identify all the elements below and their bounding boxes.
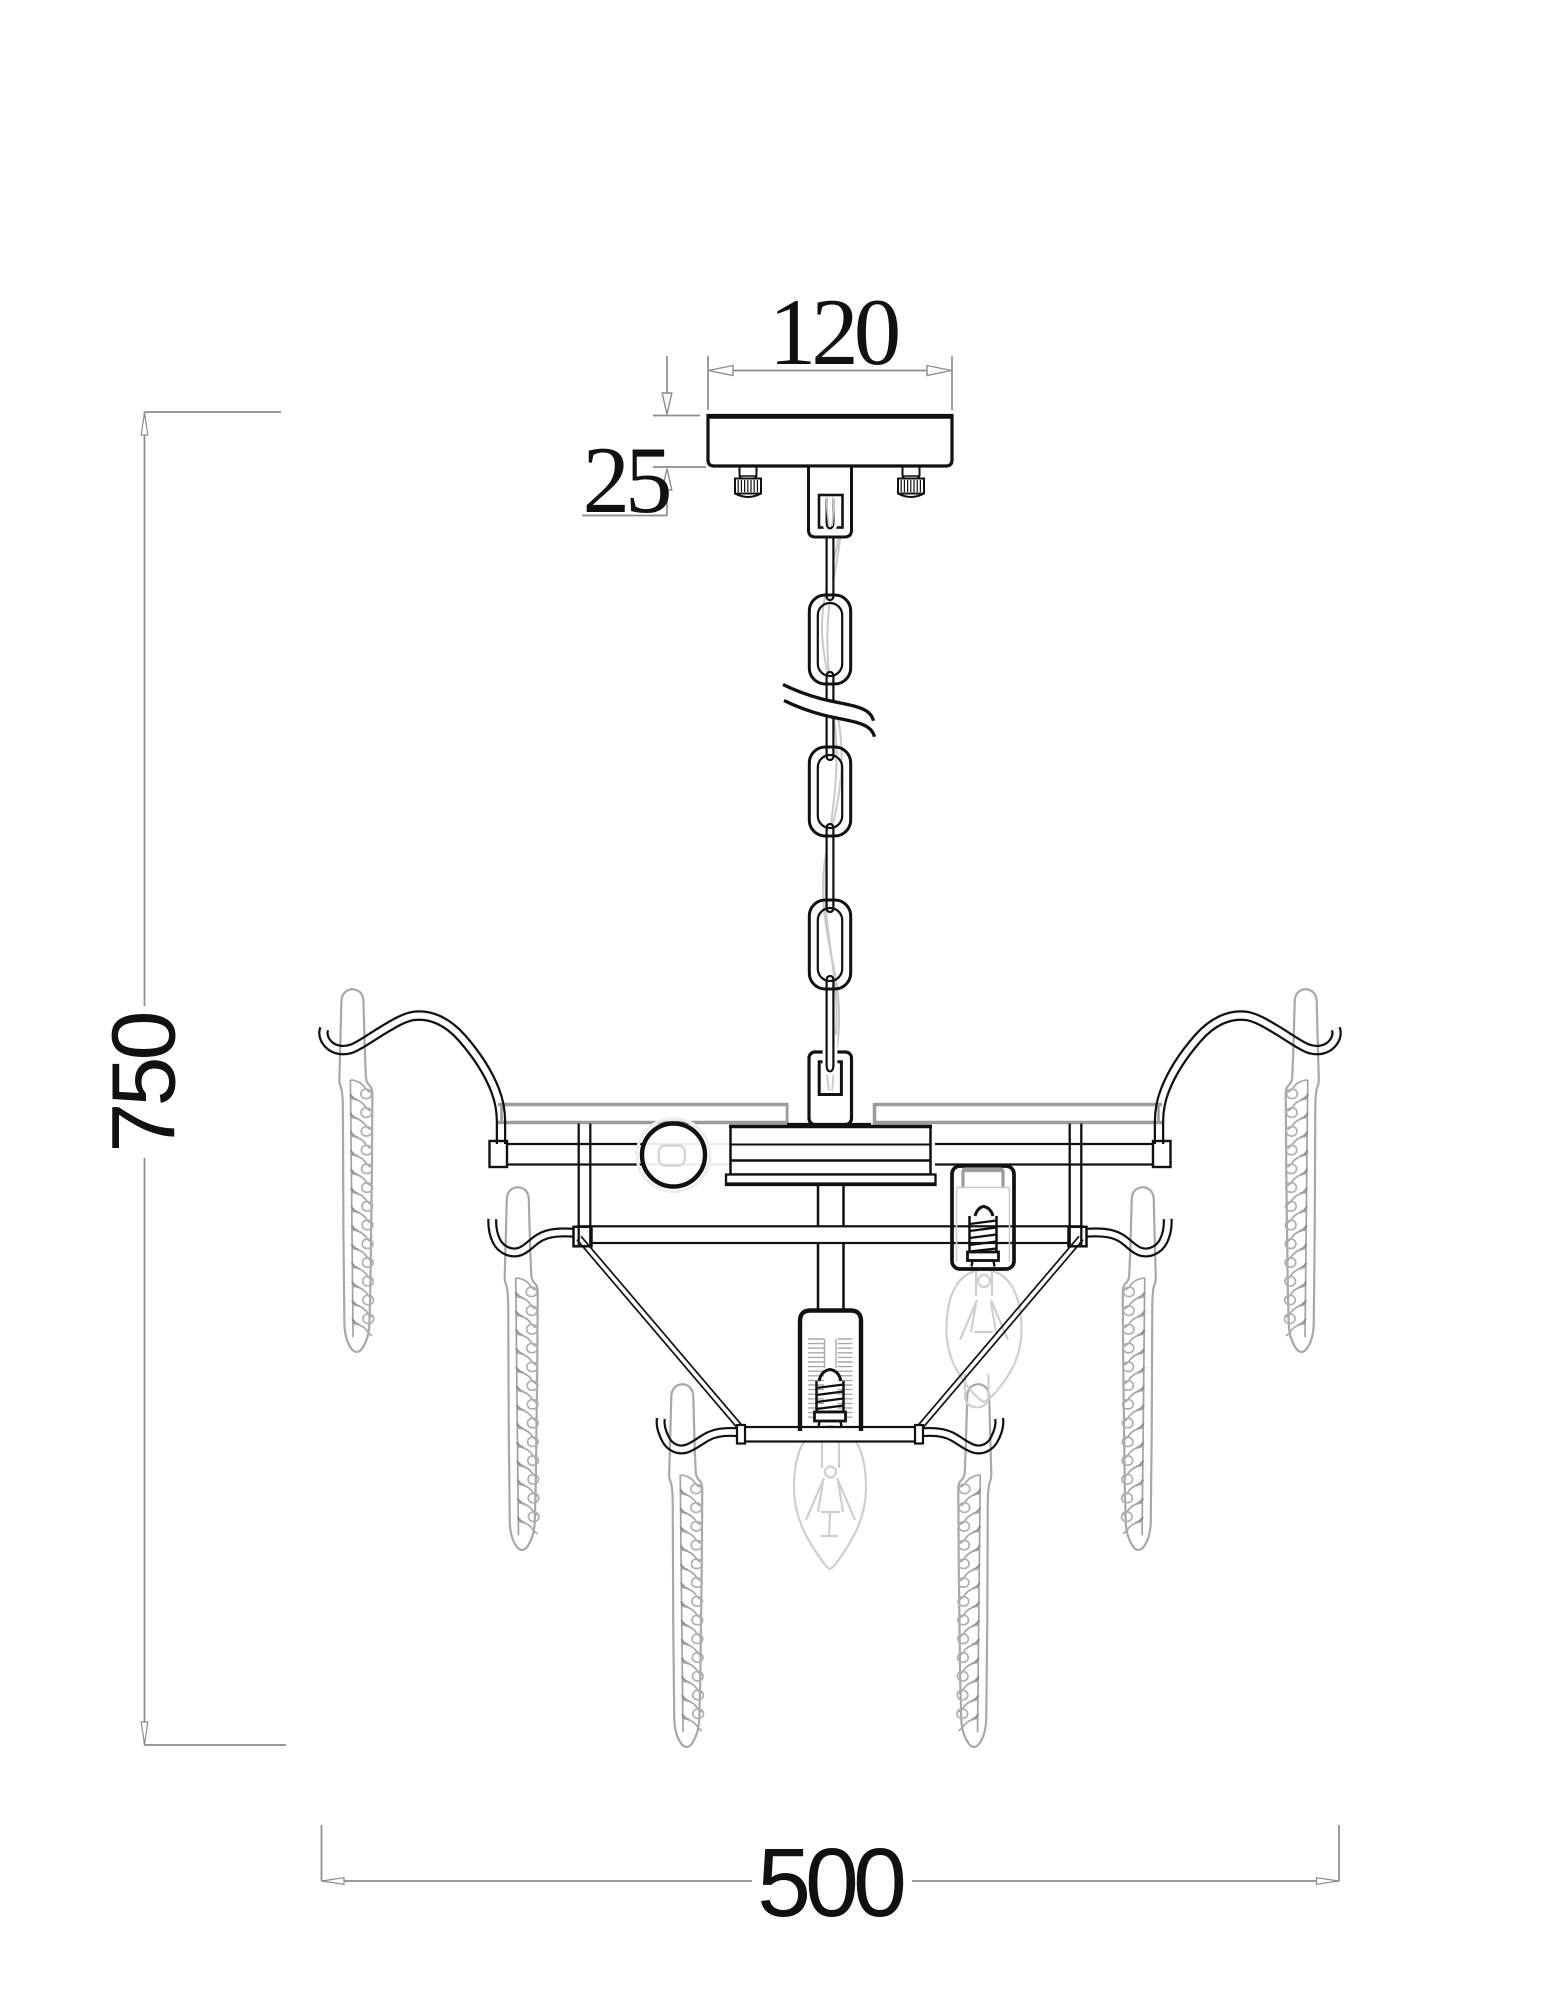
svg-text:500: 500 bbox=[757, 1828, 904, 1937]
svg-text:120: 120 bbox=[769, 279, 898, 385]
svg-text:750: 750 bbox=[95, 1013, 195, 1152]
svg-text:25: 25 bbox=[583, 427, 670, 533]
